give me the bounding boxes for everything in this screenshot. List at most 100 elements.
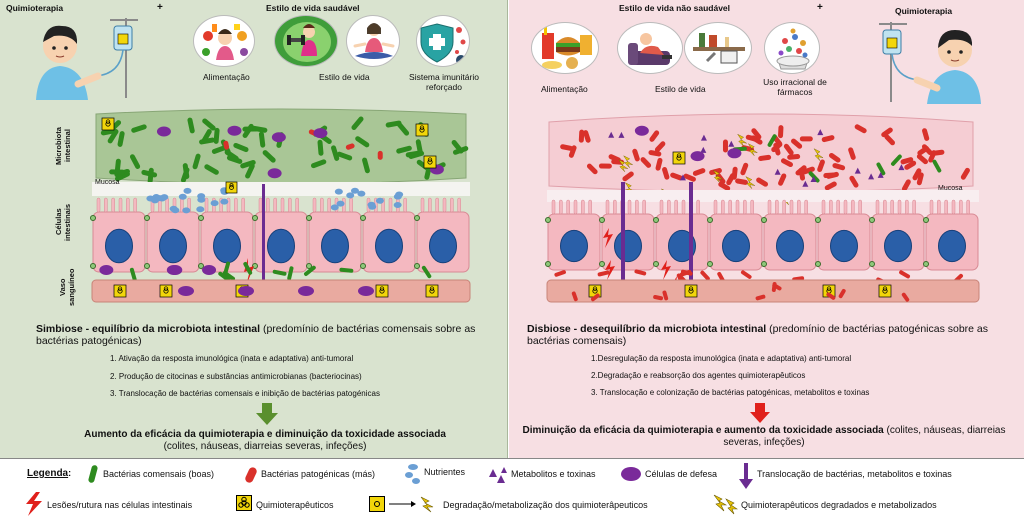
commensal-bacterium	[415, 139, 423, 156]
cell-nucleus	[159, 228, 187, 264]
microvillus	[897, 199, 902, 215]
microvillus	[750, 199, 754, 215]
commensal-bacterium	[245, 163, 255, 179]
pathogenic-bacterium	[901, 292, 910, 302]
degradation-process-icon	[369, 496, 434, 513]
tight-junction	[198, 263, 204, 269]
symbiosis-desc: (predomínio de bactérias comensais sobre…	[36, 323, 476, 347]
symbiosis-title: Simbiose - equilíbrio da microbiota inte…	[36, 323, 261, 335]
pathogenic-bacterium	[700, 270, 710, 281]
tight-junction	[360, 215, 366, 221]
microvillus	[767, 199, 772, 215]
microvillus	[96, 197, 101, 213]
pathogenic-bacterium	[783, 143, 794, 156]
tight-junction	[252, 215, 258, 221]
nutrient	[395, 191, 404, 198]
metabolite	[868, 173, 875, 180]
tight-junction	[869, 217, 875, 223]
microvillus	[133, 197, 137, 213]
chemo-drug-icon	[672, 151, 686, 165]
pathogenic-bacterium	[899, 270, 911, 279]
sedentary-icon	[617, 22, 683, 74]
tight-junction	[545, 261, 551, 267]
healthy-lifestyle-header: Estilo de vida saudável	[266, 3, 360, 13]
pathogenic-bacterium	[751, 128, 762, 140]
commensal-bacterium	[129, 154, 141, 169]
commensal-bacterium	[355, 136, 370, 148]
commensal-bacterium	[304, 265, 316, 276]
translocation-arrow	[689, 182, 693, 286]
microvillus	[581, 199, 585, 215]
microvillus	[627, 199, 632, 215]
pathogenic-bacterium	[832, 163, 846, 171]
nutrient	[367, 201, 376, 208]
pathogenic-bacterium	[798, 167, 806, 181]
pathogenic-bacterium	[817, 159, 825, 173]
nutrient	[197, 196, 206, 203]
blood-vessel	[91, 279, 471, 303]
pathogenic-bacteria-icon	[245, 467, 257, 483]
cell-nucleus	[668, 229, 696, 263]
defense-cell	[313, 128, 328, 139]
pathogenic-bacterium	[771, 282, 777, 292]
pathogenic-bacterium	[683, 173, 696, 182]
cell-nucleus	[375, 228, 403, 264]
nutrient	[330, 204, 339, 211]
exercise-icon	[274, 15, 338, 67]
degraded-chemo	[747, 143, 758, 156]
tight-junction	[761, 217, 767, 223]
pathogenic-bacterium	[345, 143, 355, 150]
commensal-bacterium	[204, 164, 219, 175]
cell-nucleus	[267, 228, 295, 264]
microvillus	[696, 199, 700, 215]
pathogenic-bacterium	[912, 168, 922, 181]
metabolite	[774, 168, 781, 175]
tight-junction	[923, 261, 929, 267]
pathogenic-bacterium	[735, 178, 748, 185]
cell-nucleus	[830, 229, 858, 263]
chemo-label: Quimioterapia	[6, 3, 64, 13]
microvillus	[266, 197, 270, 213]
legend-lesions: Lesões/rutura nas células intestinais	[47, 500, 193, 510]
pathogenic-bacterium	[586, 163, 598, 175]
nutrient	[196, 206, 205, 213]
pathogenic-bacterium	[838, 288, 846, 299]
microvillus	[420, 197, 425, 213]
microvillus	[457, 197, 461, 213]
microvillus	[929, 199, 934, 215]
tight-junction	[90, 263, 96, 269]
defense-cell	[99, 265, 114, 275]
commensal-bacterium	[362, 157, 370, 174]
healthy-lifestyle-label: Estilo de vida	[319, 72, 370, 82]
patient-iv-icon	[36, 18, 138, 100]
microvillus	[165, 197, 169, 213]
tight-junction	[252, 263, 258, 269]
pathogenic-bacterium	[654, 141, 666, 153]
legend-translocation: Translocação de bactérias, metabolitos e…	[757, 469, 952, 479]
microvillus	[320, 197, 324, 213]
lesion-bolt-icon	[26, 492, 42, 516]
lesion-bolt	[605, 260, 615, 280]
commensal-bacterium	[141, 169, 158, 178]
cell-nucleus	[938, 229, 966, 263]
pathogenic-bacterium	[848, 147, 856, 160]
healthy-panel: Quimioterapia + Estilo de vida saudável …	[0, 0, 508, 458]
pathogenic-bacterium	[377, 150, 383, 160]
translocation-arrow-icon	[739, 463, 753, 489]
commensal-bacterium	[131, 124, 147, 133]
legend-pathogenic: Bactérias patogénicas (más)	[261, 469, 376, 479]
microvillus	[605, 199, 610, 215]
commensal-bacterium	[262, 150, 276, 163]
pathogenic-bacterium	[917, 146, 929, 156]
metabolite	[700, 146, 707, 153]
defense-cell	[298, 286, 314, 296]
microvillus	[875, 199, 880, 215]
plus-sign: +	[157, 2, 163, 13]
pathogenic-bacterium	[828, 152, 841, 163]
tight-junction	[414, 215, 420, 221]
translocation-arrow	[262, 184, 265, 284]
pathogenic-bacterium	[900, 157, 914, 165]
commensal-bacterium	[317, 139, 324, 156]
nutrient	[171, 207, 180, 214]
commensal-bacterium	[243, 261, 253, 275]
